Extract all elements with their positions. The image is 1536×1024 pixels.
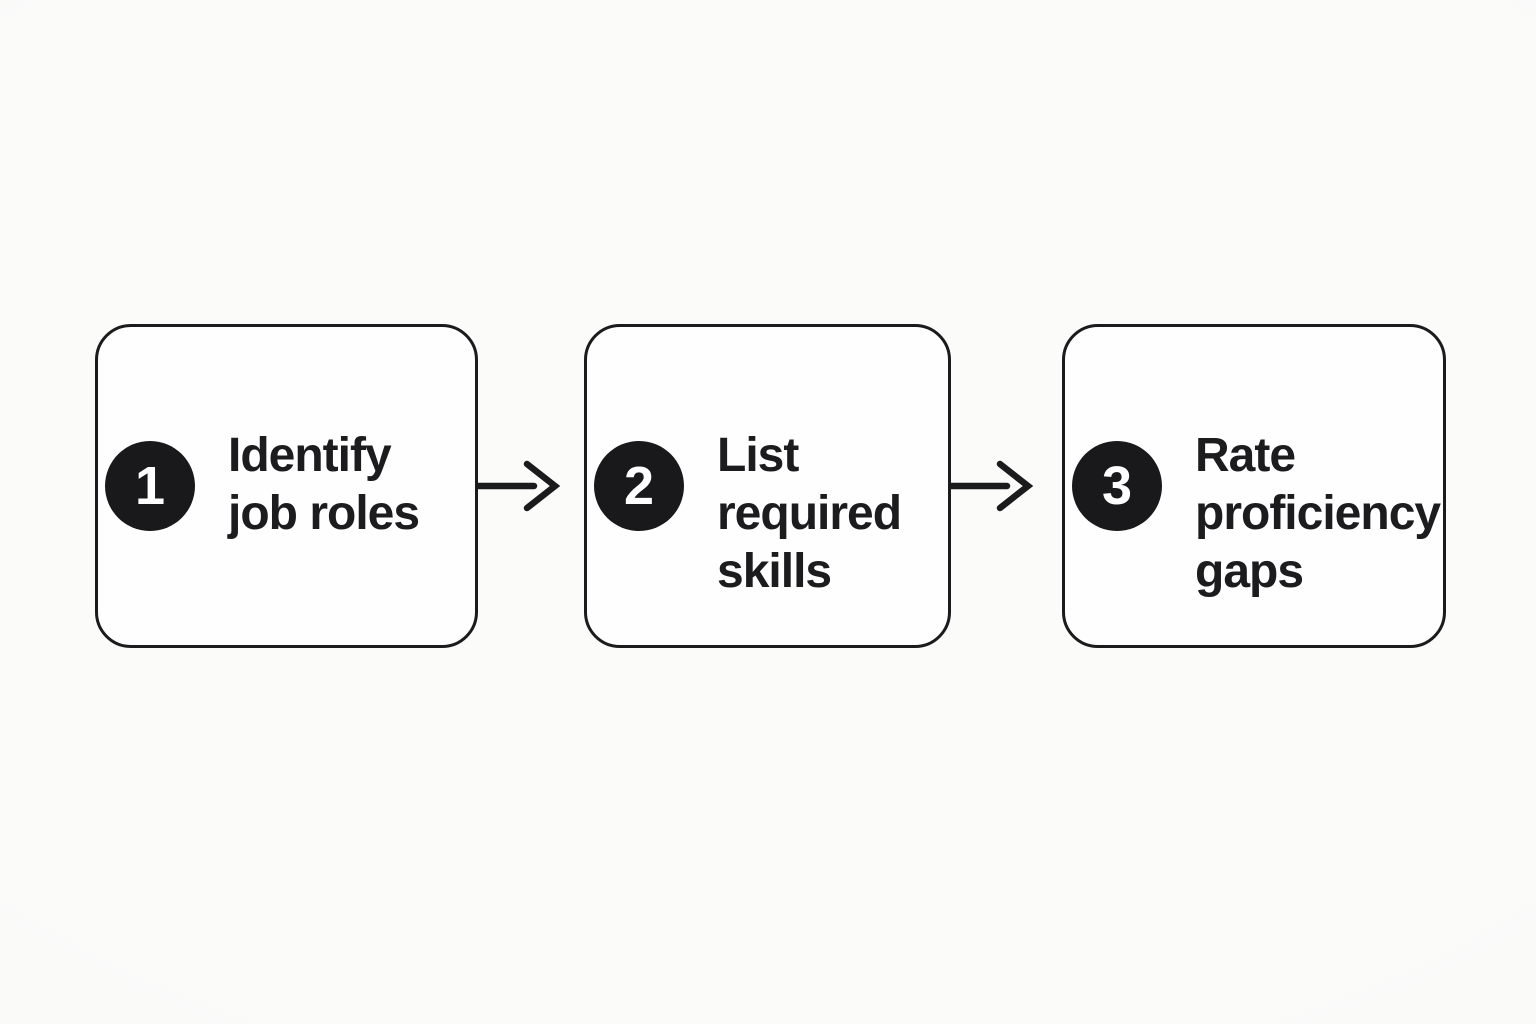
- step-3-label-line-1: Rate: [1195, 429, 1296, 482]
- step-3-number: 3: [1101, 456, 1133, 516]
- step-3-label-line-2: proficiency: [1195, 487, 1441, 540]
- step-2-number: 2: [623, 456, 655, 516]
- step-box-3: 3 Rate proficiency gaps: [1062, 324, 1446, 648]
- arrow-right-icon: [476, 460, 561, 512]
- step-2-label-line-1: List: [717, 429, 799, 482]
- step-1-label-line-1: Identify: [228, 429, 392, 482]
- step-1-number: 1: [134, 456, 166, 516]
- step-box-2: 2 List required skills: [584, 324, 951, 648]
- step-2-label-line-3: skills: [717, 545, 832, 598]
- step-2-number-badge: 2: [594, 441, 684, 531]
- arrow-right-icon: [949, 460, 1034, 512]
- step-2-label-line-2: required: [717, 487, 902, 540]
- step-1-label: Identify job roles: [228, 427, 420, 543]
- step-3-label-line-3: gaps: [1195, 545, 1304, 598]
- step-3-number-badge: 3: [1072, 441, 1162, 531]
- step-1-label-line-2: job roles: [228, 487, 420, 540]
- step-1-number-badge: 1: [105, 441, 195, 531]
- step-box-1: 1 Identify job roles: [95, 324, 478, 648]
- step-3-label: Rate proficiency gaps: [1195, 427, 1441, 601]
- step-2-label: List required skills: [717, 427, 902, 601]
